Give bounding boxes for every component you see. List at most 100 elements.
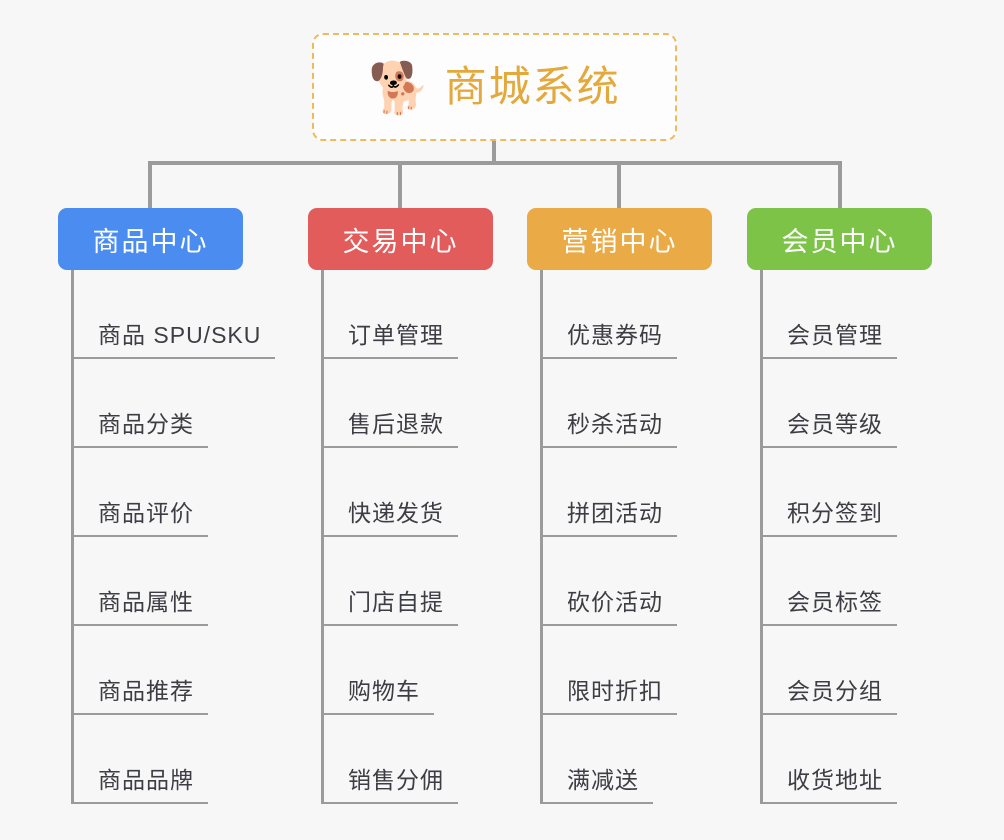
leaf-item[interactable]: 商品品牌 xyxy=(71,715,261,804)
category-header-label: 营销中心 xyxy=(561,226,678,257)
category-header-label: 交易中心 xyxy=(342,226,459,257)
branch-column-product: 商品中心商品 SPU/SKU 商品分类商品评价商品属性商品推荐商品品牌 xyxy=(58,208,275,804)
leaf-item-label: 销售分佣 xyxy=(348,767,444,793)
connector-trunk-vertical xyxy=(760,270,763,804)
branch-column-member: 会员中心会员管理会员等级积分签到会员标签会员分组收货地址 xyxy=(747,208,932,804)
connector-trunk-vertical xyxy=(321,270,324,804)
leaf-list: 会员管理会员等级积分签到会员标签会员分组收货地址 xyxy=(760,270,932,804)
leaf-item-label: 商品属性 xyxy=(98,589,194,615)
leaf-item[interactable]: 砍价活动 xyxy=(540,537,712,626)
leaf-item-label: 商品品牌 xyxy=(98,767,194,793)
leaf-list: 优惠券码秒杀活动拼团活动砍价活动限时折扣满减送 xyxy=(540,270,712,804)
connector-root-vertical xyxy=(492,141,496,163)
leaf-item[interactable]: 秒杀活动 xyxy=(540,359,712,448)
leaf-item[interactable]: 积分签到 xyxy=(760,448,932,537)
leaf-item[interactable]: 售后退款 xyxy=(321,359,493,448)
category-header-label: 会员中心 xyxy=(781,226,898,257)
leaf-item-underline xyxy=(760,802,897,804)
leaf-item-label: 优惠券码 xyxy=(567,322,663,348)
leaf-item-label: 秒杀活动 xyxy=(567,411,663,437)
shiba-dog-face-icon: 🐕 xyxy=(368,60,431,116)
category-header-1[interactable]: 商品中心 xyxy=(58,208,243,270)
leaf-item-underline xyxy=(71,446,208,448)
branch-column-trade: 交易中心订单管理售后退款快递发货门店自提购物车销售分佣 xyxy=(308,208,493,804)
leaf-item[interactable]: 销售分佣 xyxy=(321,715,493,804)
leaf-item[interactable]: 会员分组 xyxy=(760,626,932,715)
leaf-item-underline xyxy=(321,624,458,626)
leaf-item-underline xyxy=(540,535,677,537)
leaf-item-underline xyxy=(321,357,458,359)
leaf-item-underline xyxy=(321,802,458,804)
leaf-item-underline xyxy=(760,624,897,626)
leaf-item-label: 订单管理 xyxy=(348,322,444,348)
leaf-item-underline xyxy=(760,535,897,537)
category-header-4[interactable]: 会员中心 xyxy=(747,208,932,270)
leaf-item-label: 快递发货 xyxy=(348,500,444,526)
leaf-item[interactable]: 订单管理 xyxy=(321,270,493,359)
leaf-item-label: 会员标签 xyxy=(787,589,883,615)
leaf-item[interactable]: 满减送 xyxy=(540,715,712,804)
connector-drop-1 xyxy=(148,161,152,210)
leaf-item-label: 售后退款 xyxy=(348,411,444,437)
leaf-item-underline xyxy=(71,535,208,537)
leaf-item[interactable]: 会员等级 xyxy=(760,359,932,448)
leaf-item[interactable]: 会员标签 xyxy=(760,537,932,626)
connector-trunk-vertical xyxy=(540,270,543,804)
category-header-3[interactable]: 营销中心 xyxy=(527,208,712,270)
leaf-item[interactable]: 购物车 xyxy=(321,626,493,715)
leaf-item-underline xyxy=(71,802,208,804)
leaf-item-label: 会员分组 xyxy=(787,678,883,704)
leaf-item-underline xyxy=(540,357,677,359)
leaf-item-label: 商品评价 xyxy=(98,500,194,526)
leaf-item[interactable]: 门店自提 xyxy=(321,537,493,626)
leaf-item-underline xyxy=(71,624,208,626)
leaf-item-label: 门店自提 xyxy=(348,589,444,615)
leaf-item-label: 限时折扣 xyxy=(567,678,663,704)
leaf-item-label: 商品分类 xyxy=(98,411,194,437)
leaf-item[interactable]: 商品评价 xyxy=(71,448,261,537)
leaf-list: 商品 SPU/SKU 商品分类商品评价商品属性商品推荐商品品牌 xyxy=(71,270,275,804)
leaf-item-underline xyxy=(321,535,458,537)
connector-trunk-vertical xyxy=(71,270,74,804)
leaf-item[interactable]: 优惠券码 xyxy=(540,270,712,359)
leaf-item-label: 会员等级 xyxy=(787,411,883,437)
leaf-item-underline xyxy=(540,624,677,626)
leaf-item[interactable]: 收货地址 xyxy=(760,715,932,804)
leaf-item-label: 拼团活动 xyxy=(567,500,663,526)
leaf-item[interactable]: 商品分类 xyxy=(71,359,261,448)
leaf-item-label: 砍价活动 xyxy=(567,589,663,615)
connector-drop-3 xyxy=(617,161,621,210)
connector-drop-4 xyxy=(838,161,842,210)
leaf-item[interactable]: 商品属性 xyxy=(71,537,261,626)
leaf-item-underline xyxy=(760,446,897,448)
leaf-item[interactable]: 会员管理 xyxy=(760,270,932,359)
leaf-item-label: 商品 SPU/SKU xyxy=(98,322,262,348)
root-node-mall-system[interactable]: 🐕 商城系统 xyxy=(312,33,677,141)
leaf-item[interactable]: 商品 SPU/SKU xyxy=(71,270,275,359)
leaf-item[interactable]: 限时折扣 xyxy=(540,626,712,715)
leaf-item-label: 会员管理 xyxy=(787,322,883,348)
leaf-item-underline xyxy=(321,446,458,448)
leaf-item-underline xyxy=(540,713,677,715)
leaf-item-label: 满减送 xyxy=(567,767,639,793)
leaf-item-underline xyxy=(760,357,897,359)
leaf-item[interactable]: 商品推荐 xyxy=(71,626,261,715)
leaf-item-underline xyxy=(71,357,275,359)
leaf-item-label: 商品推荐 xyxy=(98,678,194,704)
leaf-item-underline xyxy=(71,713,208,715)
connector-drop-2 xyxy=(398,161,402,210)
leaf-item-underline xyxy=(760,713,897,715)
leaf-item[interactable]: 拼团活动 xyxy=(540,448,712,537)
category-header-label: 商品中心 xyxy=(92,226,209,257)
leaf-item-label: 收货地址 xyxy=(787,767,883,793)
leaf-item-underline xyxy=(540,446,677,448)
category-header-2[interactable]: 交易中心 xyxy=(308,208,493,270)
leaf-item-label: 积分签到 xyxy=(787,500,883,526)
connector-horizontal-bus xyxy=(148,161,842,165)
branch-column-marketing: 营销中心优惠券码秒杀活动拼团活动砍价活动限时折扣满减送 xyxy=(527,208,712,804)
leaf-list: 订单管理售后退款快递发货门店自提购物车销售分佣 xyxy=(321,270,493,804)
leaf-item-underline xyxy=(540,802,653,804)
leaf-item[interactable]: 快递发货 xyxy=(321,448,493,537)
leaf-item-label: 购物车 xyxy=(348,678,420,704)
